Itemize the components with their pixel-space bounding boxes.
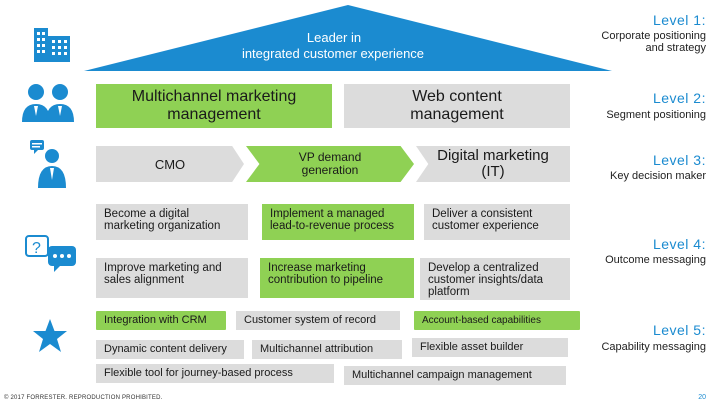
decision-maker-it-label: Digital marketing (IT) <box>437 147 549 180</box>
outcome-pipeline-contribution: Increase marketing contribution to pipel… <box>260 258 414 298</box>
roof-line-2: integrated customer experience <box>241 46 425 61</box>
decision-maker-vp-label: VP demand generation <box>298 150 362 177</box>
page-number: 20 <box>698 394 706 401</box>
level-2-desc: Segment positioning <box>606 109 706 121</box>
outcome-customer-insights: Develop a centralized customer insights/… <box>420 258 570 300</box>
segment-web-content: Web content management <box>344 84 570 128</box>
segment-multichannel-marketing-label: Multichannel marketing management <box>131 88 297 123</box>
level-3-title: Level 3: <box>652 152 706 168</box>
capability-multichannel-attribution: Multichannel attribution <box>252 340 402 359</box>
level-4-title: Level 4: <box>652 236 706 252</box>
copyright-notice: © 2017 FORRESTER. REPRODUCTION PROHIBITE… <box>4 395 163 401</box>
decision-maker-vp: VP demand generation <box>246 146 414 182</box>
capability-integration-crm: Integration with CRM <box>96 311 226 330</box>
level-1-desc: Corporate positioning and strategy <box>601 30 706 54</box>
level-3-desc: Key decision maker <box>610 170 706 182</box>
capability-flexible-asset: Flexible asset builder <box>412 338 568 357</box>
decision-maker-cmo-label: CMO <box>154 156 186 172</box>
two-people-icon <box>22 84 74 122</box>
person-speaking-icon <box>30 140 66 188</box>
level-2-title: Level 2: <box>652 90 706 106</box>
segment-multichannel-marketing: Multichannel marketing management <box>96 84 332 128</box>
level-1-title: Level 1: <box>652 12 706 28</box>
roof-shape <box>84 5 612 71</box>
building-icon <box>34 28 70 62</box>
capability-dynamic-content: Dynamic content delivery <box>96 340 244 359</box>
level-4-desc: Outcome messaging <box>605 254 706 266</box>
capability-customer-system: Customer system of record <box>236 311 400 330</box>
capability-flexible-tool: Flexible tool for journey-based process <box>96 364 334 383</box>
outcome-consistent-experience: Deliver a consistent customer experience <box>424 204 570 240</box>
roof-line-1: Leader in <box>306 30 362 45</box>
decision-maker-cmo: CMO <box>96 146 244 182</box>
speech-bubbles-icon: ? <box>25 235 76 272</box>
decision-maker-it: Digital marketing (IT) <box>416 146 570 182</box>
outcome-sales-alignment: Improve marketing and sales alignment <box>96 258 248 298</box>
level-5-title: Level 5: <box>652 322 706 338</box>
capability-multichannel-campaign: Multichannel campaign management <box>344 366 566 385</box>
outcome-lead-to-revenue: Implement a managed lead-to-revenue proc… <box>262 204 414 240</box>
level-5-desc: Capability messaging <box>601 341 706 353</box>
star-icon <box>33 319 67 352</box>
segment-web-content-label: Web content management <box>410 88 504 123</box>
capability-account-based: Account-based capabilities <box>414 311 580 330</box>
outcome-digital-organization: Become a digital marketing organization <box>96 204 248 240</box>
svg-text:?: ? <box>32 240 41 257</box>
